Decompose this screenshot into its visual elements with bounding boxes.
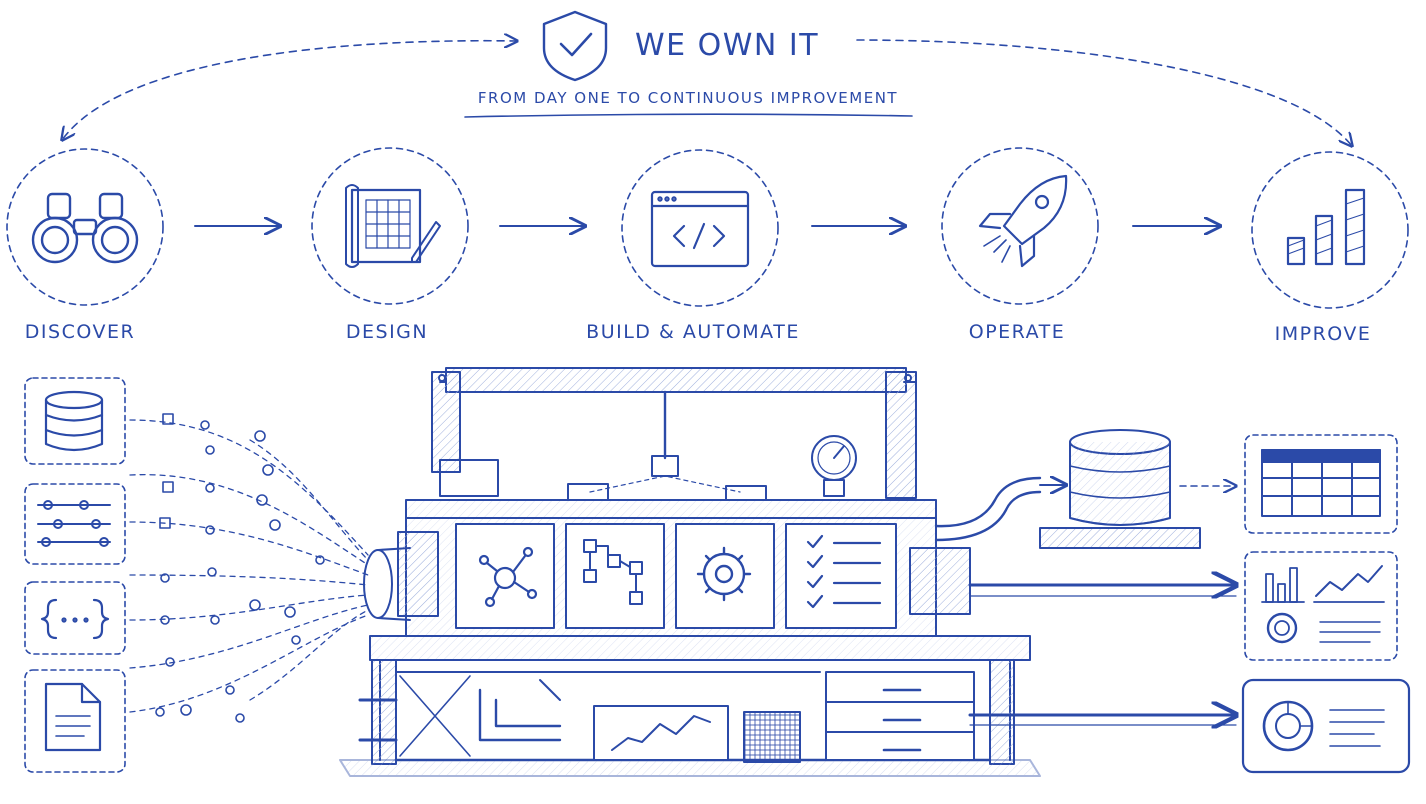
output-database: [1039, 429, 1236, 549]
stage-label-improve: IMPROVE: [1275, 323, 1372, 345]
stage-improve: [1251, 151, 1409, 309]
subtitle-underline: [464, 113, 913, 118]
blueprint-icon: [345, 184, 441, 268]
network-icon: [478, 546, 538, 608]
bar-chart-icon: [1286, 188, 1366, 266]
header: WE OWN IT FROM DAY ONE TO CONTINUOUS IMP…: [62, 10, 1352, 146]
database-cylinder-icon: [1039, 429, 1201, 549]
header-title: WE OWN IT: [635, 28, 819, 63]
stage-discover: [6, 148, 164, 306]
document-icon: [44, 682, 102, 752]
loop-arrow-left: [62, 41, 517, 140]
gear-icon: [696, 546, 752, 602]
intake-nozzle: [363, 531, 439, 621]
dashboard-charts-icon: [1261, 565, 1385, 644]
loop-arrow-right: [856, 39, 1352, 146]
code-window-icon: [650, 190, 750, 268]
binoculars-icon: [31, 192, 139, 264]
json-braces-icon: [40, 598, 110, 640]
pipeline-icon: [37, 500, 111, 547]
stage-label-build: BUILD & AUTOMATE: [586, 321, 800, 343]
stage-label-operate: OPERATE: [969, 321, 1065, 343]
data-stream: [129, 419, 369, 713]
trend-line-icon: [611, 715, 711, 751]
input-document: [24, 669, 126, 773]
data-stream-nodes: [155, 413, 325, 723]
report-screen-icon: [1262, 700, 1385, 752]
pressure-gauge-icon: [811, 435, 857, 497]
database-icon: [44, 390, 104, 452]
header-subtitle: FROM DAY ONE TO CONTINUOUS IMPROVEMENT: [478, 89, 898, 107]
stage-build: [621, 149, 779, 307]
rocket-icon: [978, 174, 1068, 268]
table-grid-icon: [1261, 449, 1381, 517]
output-table: [1244, 434, 1398, 534]
output-dashboard: [1244, 551, 1398, 661]
input-database: [24, 377, 126, 465]
input-json: [24, 581, 126, 655]
stage-label-design: DESIGN: [346, 321, 428, 343]
machine: [339, 367, 1236, 777]
flowchart-icon: [583, 539, 643, 605]
input-sources: [24, 377, 126, 773]
checklist-icon: [806, 534, 882, 609]
output-report: [1241, 678, 1411, 774]
stage-operate: [941, 147, 1099, 305]
input-pipeline: [24, 483, 126, 565]
shield-check-icon: [542, 10, 608, 82]
stage-label-discover: DISCOVER: [25, 321, 135, 343]
stage-design: [311, 147, 469, 305]
